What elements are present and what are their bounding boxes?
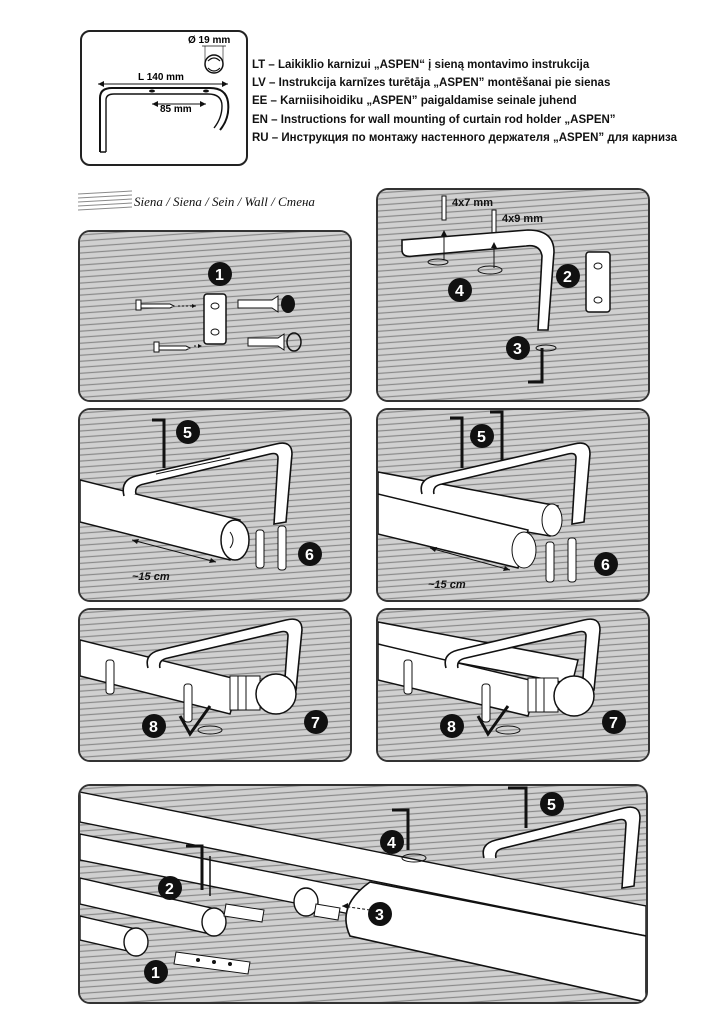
svg-text:8: 8 xyxy=(447,719,456,736)
svg-text:5: 5 xyxy=(183,425,192,442)
svg-text:6: 6 xyxy=(601,557,610,574)
panel-steps-5-6-double: 5 ~15 cm 6 xyxy=(376,408,650,602)
step-badge-6: 6 xyxy=(298,542,322,566)
wall-plug-bottom-icon xyxy=(247,332,302,352)
panel-steps-5-6-single: 5 ~15 cm 6 xyxy=(78,408,352,602)
connector-plate-upper-icon xyxy=(223,903,341,923)
step-badge-3: 3 xyxy=(506,336,530,360)
step-badge-8b: 8 xyxy=(440,714,464,738)
panel-steps-7-8-single: 7 8 xyxy=(78,608,352,762)
svg-text:3: 3 xyxy=(375,907,384,924)
svg-text:7: 7 xyxy=(609,715,618,732)
step-badge-1: 1 xyxy=(208,262,232,286)
svg-text:5: 5 xyxy=(477,429,486,446)
wall-hatch-swatch xyxy=(78,190,132,211)
svg-text:2: 2 xyxy=(165,881,174,898)
screw-4x7-label: 4x7 mm xyxy=(452,197,493,209)
bracket-dimension-drawing: Ø 19 mm L 140 mm 85 mm xyxy=(98,35,230,153)
screw-top-icon xyxy=(135,299,176,311)
step-badge-8: 8 xyxy=(142,714,166,738)
step-badge-4: 4 xyxy=(448,278,472,302)
step-badge-7b: 7 xyxy=(602,710,626,734)
title-ru: RU – Инструкция по монтажу настенного де… xyxy=(252,131,677,144)
panel-steps-7-8-double: 7 8 xyxy=(376,608,650,762)
distance-label: ~15 cm xyxy=(132,571,170,583)
svg-text:6: 6 xyxy=(305,547,314,564)
instruction-titles: LT – Laikiklio karnizui „ASPEN“ į sieną … xyxy=(252,56,677,147)
svg-text:2: 2 xyxy=(563,269,572,286)
step-badge-6b: 6 xyxy=(594,552,618,576)
svg-text:1: 1 xyxy=(151,965,160,982)
step-badge-5: 5 xyxy=(176,420,200,444)
wall-legend-label: Siena / Siena / Sein / Wall / Стена xyxy=(134,194,315,209)
svg-text:7: 7 xyxy=(311,715,320,732)
panel-step-1: 1 xyxy=(78,230,352,402)
step-badge-5b: 5 xyxy=(470,424,494,448)
screw-4x9-label: 4x9 mm xyxy=(502,213,543,225)
step-badge-3c: 3 xyxy=(368,902,392,926)
length-label: L 140 mm xyxy=(138,72,184,83)
screw-bottom-icon xyxy=(153,341,192,353)
step-badge-2c: 2 xyxy=(158,876,182,900)
step-badge-1c: 1 xyxy=(144,960,168,984)
step-badge-2: 2 xyxy=(556,264,580,288)
svg-text:3: 3 xyxy=(513,341,522,358)
panel-steps-2-4: 4x7 mm 4x9 mm 2 3 4 xyxy=(376,188,650,402)
title-en: EN – Instructions for wall mounting of c… xyxy=(252,113,616,126)
title-lv: LV – Instrukcija karnīzes turētāja „ASPE… xyxy=(252,77,611,90)
step-badge-5c: 5 xyxy=(540,792,564,816)
wall-plug-top-icon xyxy=(237,295,295,313)
spec-diagram-box: Ø 19 mm L 140 mm 85 mm xyxy=(80,30,248,166)
svg-text:8: 8 xyxy=(149,719,158,736)
svg-text:5: 5 xyxy=(547,797,556,814)
svg-text:1: 1 xyxy=(215,267,224,284)
connector-plate-lower-icon xyxy=(173,951,251,975)
distance-label-2: ~15 cm xyxy=(428,579,466,591)
step-badge-7: 7 xyxy=(304,710,328,734)
svg-text:4: 4 xyxy=(387,835,396,852)
title-ee: EE – Karniisihoidiku „ASPEN” paigaldamis… xyxy=(252,95,577,108)
panel-rod-connection: 1 2 3 4 5 xyxy=(78,784,648,1004)
title-lt: LT – Laikiklio karnizui „ASPEN“ į sieną … xyxy=(252,59,590,71)
svg-text:4: 4 xyxy=(455,283,464,300)
step-badge-4c: 4 xyxy=(380,830,404,854)
diameter-label: Ø 19 mm xyxy=(188,35,230,46)
spacing-label: 85 mm xyxy=(160,104,192,115)
